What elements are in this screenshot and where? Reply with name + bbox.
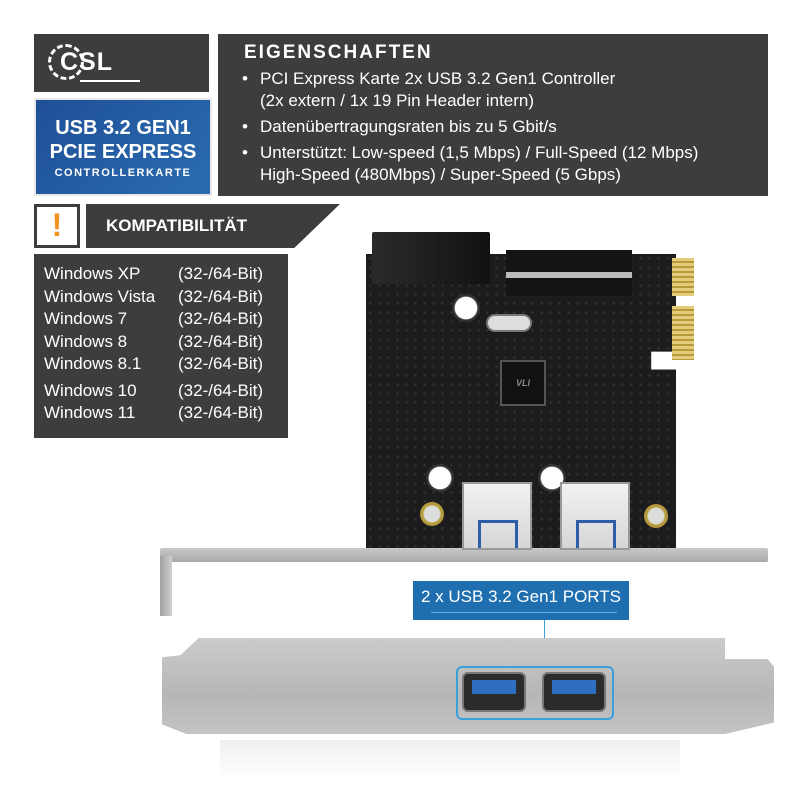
os-row: Windows 8.1(32-/64-Bit) xyxy=(44,354,264,373)
os-row: Windows 8(32-/64-Bit) xyxy=(44,331,264,351)
19-pin-header xyxy=(506,250,632,296)
os-row: Windows 7(32-/64-Bit) xyxy=(44,309,264,328)
logo-ring-icon xyxy=(48,44,84,80)
feature-item: • PCI Express Karte 2x USB 3.2 Gen1 Cont… xyxy=(242,69,616,110)
capacitor-icon xyxy=(452,294,480,322)
os-row: Windows 11(32-/64-Bit) xyxy=(44,403,264,422)
bullet-icon: • xyxy=(242,117,248,136)
pcie-contacts-icon xyxy=(672,306,694,360)
bracket-top-view xyxy=(160,548,768,562)
bracket-tab xyxy=(160,556,172,616)
logo-underline xyxy=(80,80,140,82)
controller-chip: VLI xyxy=(500,360,546,406)
os-row: Windows XP(32-/64-Bit) xyxy=(44,264,264,283)
callout-underline xyxy=(431,612,617,613)
bullet-icon: • xyxy=(242,143,248,162)
product-title-banner: USB 3.2 GEN1 PCIE EXPRESS CONTROLLERKART… xyxy=(34,98,212,196)
title-line-1: USB 3.2 GEN1 xyxy=(55,117,191,139)
features-panel: EIGENSCHAFTEN • PCI Express Karte 2x USB… xyxy=(218,34,768,196)
features-heading: EIGENSCHAFTEN xyxy=(244,42,433,63)
usb-port-icon xyxy=(542,672,606,712)
bullet-icon: • xyxy=(242,69,248,88)
csl-logo: CSL xyxy=(48,44,158,84)
os-row: Windows Vista(32-/64-Bit) xyxy=(44,286,264,306)
usb-port-icon xyxy=(462,482,532,550)
warning-icon: ! xyxy=(34,204,80,248)
callout-label: 2 x USB 3.2 Gen1 PORTS xyxy=(421,587,621,606)
pcie-contacts-icon xyxy=(672,258,694,296)
feature-item: • Datenübertragungsraten bis zu 5 Gbit/s xyxy=(242,117,557,136)
ports-highlight-frame xyxy=(456,666,614,720)
capacitor-icon xyxy=(426,464,454,492)
logo-panel: CSL xyxy=(34,34,209,92)
pcie-card-image: VLI xyxy=(366,232,694,550)
features-list: • PCI Express Karte 2x USB 3.2 Gen1 Cont… xyxy=(232,68,754,186)
internal-header-connector xyxy=(372,232,490,284)
compatibility-heading: KOMPATIBILITÄT xyxy=(86,204,340,248)
crystal-oscillator xyxy=(486,314,532,332)
usb-port-icon xyxy=(560,482,630,550)
reflection xyxy=(220,740,680,780)
compatibility-list: Windows XP(32-/64-Bit) Windows Vista(32-… xyxy=(34,254,288,438)
screw-icon xyxy=(420,502,444,526)
title-line-2: PCIE EXPRESS xyxy=(49,141,197,163)
os-row: Windows 10(32-/64-Bit) xyxy=(44,380,264,400)
usb-port-icon xyxy=(462,672,526,712)
screw-icon xyxy=(644,504,668,528)
feature-item: • Unterstützt: Low-speed (1,5 Mbps) / Fu… xyxy=(242,143,699,184)
title-line-3: CONTROLLERKARTE xyxy=(54,167,192,179)
logo-text: CSL xyxy=(60,48,113,76)
ports-callout: 2 x USB 3.2 Gen1 PORTS xyxy=(413,581,629,620)
